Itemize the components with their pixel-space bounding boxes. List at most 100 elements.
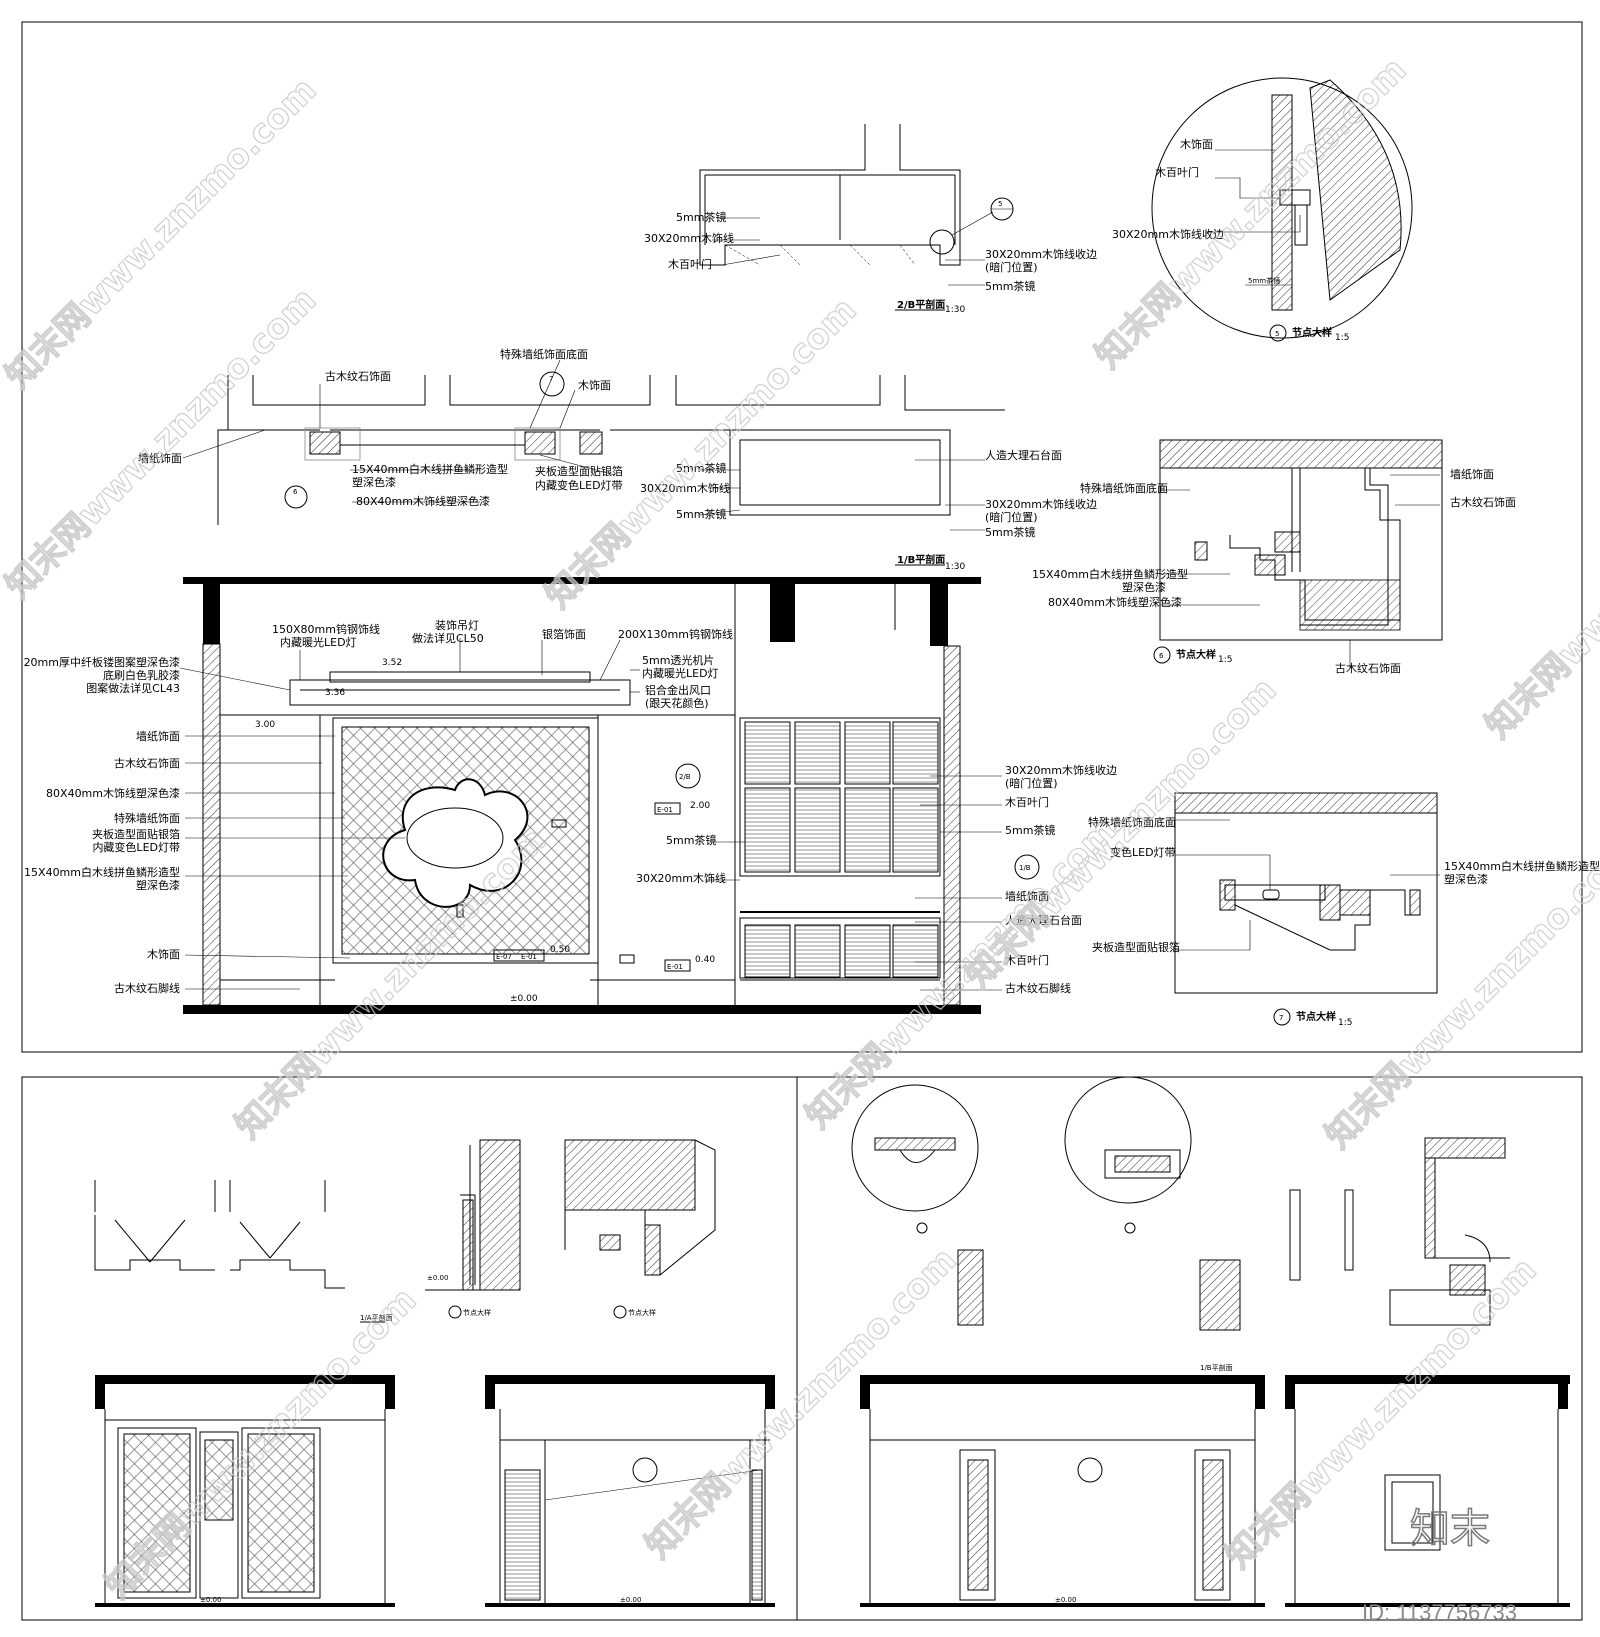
detail-5-title: 节点大样 [1292, 326, 1332, 339]
elev-right-label-1: 30X20mm木饰线收边 [1005, 763, 1117, 777]
bottom-level-0b: ±0.00 [200, 1596, 221, 1604]
elev-level-050: 0.50 [550, 945, 570, 955]
elev-tag-e01-a: E-01 [657, 806, 673, 814]
sheet-frames [21, 21, 1583, 1621]
brand-mark: 知末 ID: 1137756733 [1362, 1506, 1517, 1625]
detail-7-tag: 7 [1279, 1014, 1283, 1022]
detail-5-scale: 1:5 [1335, 333, 1349, 343]
detail-6-stone: 古木纹石饰面 [1450, 495, 1516, 509]
detail-6-herring-2: 塑深色漆 [1122, 580, 1166, 594]
elev-left-label-3: 图案做法详见CL43 [86, 681, 180, 695]
bottom-detail-title-a: 节点大样 [463, 1308, 491, 1317]
detail-5-louver: 木百叶门 [1155, 165, 1199, 179]
plan-1b-mirror2: 5mm茶镜 [676, 507, 726, 521]
elev-level-352: 3.52 [382, 658, 402, 668]
bottom-detail-title-b: 节点大样 [628, 1308, 656, 1317]
plan-1b-wallpaper: 墙纸饰面 [138, 451, 182, 465]
elev-left-label-9: 内藏变色LED灯带 [92, 840, 180, 854]
elev-top-label-5: 银箔饰面 [542, 627, 586, 641]
detail-5-wood: 木饰面 [1180, 137, 1213, 151]
image-id: ID: 1137756733 [1362, 1600, 1517, 1625]
plan-1b-herring-2: 塑深色漆 [352, 475, 396, 489]
detail-6-scale: 1:5 [1218, 655, 1232, 665]
bottom-plan-title: 1/A平剖面 [360, 1313, 393, 1322]
detail-6-tag: 6 [1159, 652, 1164, 660]
elev-top-label-7: 5mm透光机片 [642, 653, 714, 667]
elev-top-label-1: 150X80mm钨钢饰线 [272, 622, 380, 636]
plan-1b-bubble-6: 6 [293, 488, 298, 496]
elev-left-label-13: 古木纹石脚线 [114, 981, 180, 995]
detail-6-wallpaper: 墙纸饰面 [1450, 467, 1494, 481]
elev-left-label-11: 塑深色漆 [136, 878, 180, 892]
elev-mid-label-2: 30X20mm木饰线 [636, 871, 726, 885]
plan-2b-trim: 30X20mm木饰线 [644, 231, 734, 245]
plan-2b-louver: 木百叶门 [668, 257, 712, 271]
detail-6-stone-bottom: 古木纹石饰面 [1335, 661, 1401, 675]
plan-2b-scale: 1:30 [945, 305, 965, 315]
detail-7-scale: 1:5 [1338, 1018, 1352, 1028]
plan-2b-title: 2/B平剖面 [897, 298, 945, 311]
elev-left-label-10: 15X40mm白木线拼鱼鳞形造型 [24, 865, 180, 879]
elev-right-label-6: 人造大理石台面 [1005, 913, 1082, 927]
plan-1b-special-wall: 特殊墙纸饰面底面 [500, 347, 588, 361]
bottom-level-0a: ±0.00 [427, 1274, 448, 1282]
plan-1b-scale: 1:30 [945, 562, 965, 572]
brand-logo: 知末 [1410, 1507, 1490, 1551]
plan-1b-title: 1/B平剖面 [897, 553, 945, 566]
plan-2b-mirror-bottom: 5mm茶镜 [985, 279, 1035, 293]
watermark-11: 知末网www.znzmo.com [1218, 1250, 1544, 1576]
elev-right-label-4: 5mm茶镜 [1005, 823, 1055, 837]
elev-left-label-5: 古木纹石饰面 [114, 756, 180, 770]
detail-6-herring: 15X40mm白木线拼鱼鳞形造型 [1032, 567, 1188, 581]
detail-5: 木饰面 木百叶门 30X20mm木饰线收边 5mm茶镜 5 节点大样 1:5 [1112, 77, 1413, 343]
elev-top-label-3: 装饰吊灯 [435, 618, 479, 632]
elev-left-label-4: 墙纸饰面 [136, 729, 180, 743]
elev-top-label-2: 内藏暖光LED灯 [280, 635, 357, 649]
plan-1b-plywood: 夹板造型面贴银箔 [535, 464, 623, 478]
elev-top-label-10: (跟天花颜色) [645, 696, 709, 710]
bottom-level-0d: ±0.00 [1055, 1596, 1076, 1604]
detail-6-trim80: 80X40mm木饰线塑深色漆 [1048, 595, 1182, 609]
elev-left-label-6: 80X40mm木饰线塑深色漆 [46, 786, 180, 800]
elev-mid-label-1: 5mm茶镜 [666, 833, 716, 847]
elev-tag-e01-b: E-01 [521, 953, 537, 961]
plan-1b-trim-edge-note: (暗门位置) [985, 510, 1038, 524]
plan-1b-mirror1: 5mm茶镜 [676, 461, 726, 475]
detail-7-wallpaper: 特殊墙纸饰面底面 [1088, 815, 1176, 829]
plan-2b-trim-edge-note: (暗门位置) [985, 260, 1038, 274]
detail-7: 特殊墙纸饰面底面 变色LED灯带 夹板造型面贴银箔 15X40mm白木线拼鱼鳞形… [1088, 792, 1600, 1028]
detail-5-tag: 5 [1275, 330, 1279, 338]
elev-top-label-8: 内藏暖光LED灯 [642, 666, 719, 680]
elevation-main: 20mm厚中纤板镂图案塑深色漆 底刷白色乳胶漆 图案做法详见CL43 墙纸饰面 … [24, 577, 1117, 1014]
elev-tag-e07: E-07 [496, 953, 512, 961]
plan-1b-trim80: 80X40mm木饰线塑深色漆 [356, 494, 490, 508]
bottom-left-sheet: 1/A平剖面 ±0.00 节点大样 节点大样 ±0.00 [94, 1139, 775, 1607]
plan-2b-trim-edge: 30X20mm木饰线收边 [985, 247, 1097, 261]
plan-1b: 7 6 古木纹石饰面 特殊墙纸饰面底面 木饰面 墙纸饰面 15X40mm白木线拼… [138, 347, 1097, 572]
plan-1b-wood-top: 木饰面 [578, 378, 611, 392]
watermark-10: 知末网www.znzmo.com [638, 1240, 964, 1566]
plan-1b-mirror3: 5mm茶镜 [985, 525, 1035, 539]
elev-tag-1b: 1/B [1019, 864, 1031, 872]
elev-top-label-6: 200X130mm钨钢饰线 [618, 627, 733, 641]
detail-5-mirror: 5mm茶镜 [1248, 276, 1280, 285]
plan-1b-stone-top: 古木纹石饰面 [325, 369, 391, 383]
elev-right-label-2: (暗门位置) [1005, 776, 1058, 790]
elev-level-200: 2.00 [690, 801, 710, 811]
plan-2b-bubble: 5 [998, 200, 1002, 208]
elev-top-label-4: 做法详见CL50 [412, 631, 484, 645]
elev-left-label-1: 20mm厚中纤板镂图案塑深色漆 [24, 655, 180, 669]
elev-top-label-9: 铝合金出风口 [645, 683, 711, 697]
elev-right-label-3: 木百叶门 [1005, 795, 1049, 809]
detail-6-title: 节点大样 [1176, 648, 1216, 661]
elev-right-label-7: 木百叶门 [1005, 953, 1049, 967]
detail-7-plywood: 夹板造型面贴银箔 [1092, 940, 1180, 954]
elev-left-label-8: 夹板造型面贴银箔 [92, 827, 180, 841]
plan-1b-trim-edge: 30X20mm木饰线收边 [985, 497, 1097, 511]
plan-1b-trim30: 30X20mm木饰线 [640, 481, 730, 495]
plan-1b-bubble-7: 7 [549, 375, 553, 383]
elev-left-label-7: 特殊墙纸饰面 [114, 811, 180, 825]
detail-7-led: 变色LED灯带 [1110, 845, 1176, 859]
elev-level-040: 0.40 [695, 955, 715, 965]
